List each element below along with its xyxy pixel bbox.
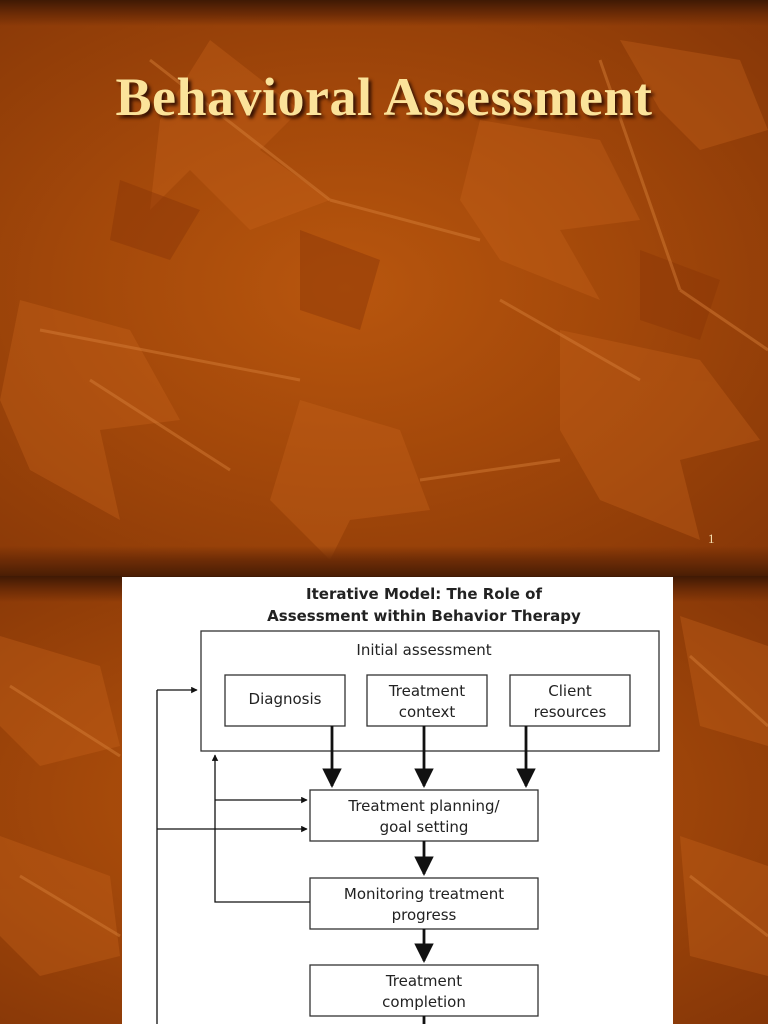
leaf-pattern-background (0, 40, 768, 560)
iterative-model-diagram: Iterative Model: The Role of Assessment … (122, 577, 673, 1024)
diagnosis-label: Diagnosis (249, 690, 322, 708)
feedback-line-monitoring (214, 800, 310, 903)
diagnosis-box (224, 674, 346, 727)
treatment-context-line2: context (399, 703, 456, 721)
client-resources-line2: resources (534, 703, 607, 721)
slide-number: 1 (708, 531, 715, 546)
treatment-planning-line1: Treatment planning/ (347, 797, 500, 815)
diagram-title-line1: Iterative Model: The Role of (306, 585, 542, 603)
leaf-pattern-background (0, 616, 768, 976)
client-resources-line1: Client (548, 682, 592, 700)
diagram-title-line2: Assessment within Behavior Therapy (267, 607, 581, 625)
treatment-planning-line2: goal setting (380, 818, 469, 836)
diagram-canvas: Iterative Model: The Role of Assessment … (156, 585, 660, 1024)
monitoring-line2: progress (392, 906, 457, 924)
initial-assessment-label: Initial assessment (356, 641, 491, 659)
title-slide: Behavioral Assessment 1 (0, 0, 768, 576)
treatment-context-line1: Treatment (388, 682, 465, 700)
initial-assessment-box (200, 630, 660, 752)
bottom-shadow-band (0, 546, 768, 576)
treatment-completion-line2: completion (382, 993, 466, 1011)
slide-title: Behavioral Assessment (115, 67, 653, 127)
diagram-slide: Iterative Model: The Role of Assessment … (0, 576, 768, 1024)
monitoring-line1: Monitoring treatment (344, 885, 504, 903)
client-resources-box (509, 674, 631, 727)
top-shadow-band (0, 0, 768, 26)
treatment-context-box (366, 674, 488, 727)
treatment-completion-line1: Treatment (385, 972, 462, 990)
